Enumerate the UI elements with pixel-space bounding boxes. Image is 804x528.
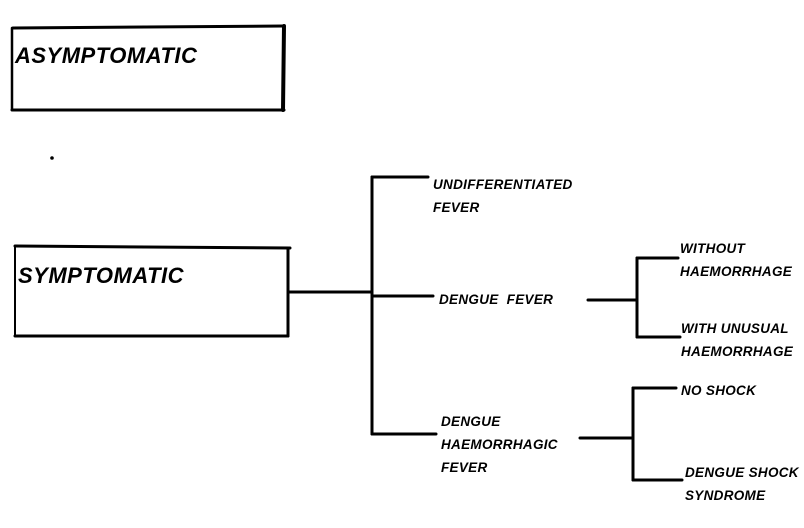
dengue-shock-syndrome-label: DENGUE SHOCK SYNDROME	[685, 465, 799, 503]
without-haemorrhage-label: WITHOUT HAEMORRHAGE	[680, 241, 793, 279]
dengue-fever-connector	[586, 256, 682, 339]
asymptomatic-label: ASYMPTOMATIC	[15, 43, 198, 68]
with-unusual-haemorrhage-label: WITH UNUSUAL HAEMORRHAGE	[681, 321, 794, 359]
dhf-connector	[578, 386, 684, 482]
symptomatic-connector	[286, 175, 438, 436]
undifferentiated-fever-label: UNDIFFERENTIATED FEVER	[433, 177, 573, 215]
dhf-label: DENGUE HAEMORRHAGIC FEVER	[441, 414, 558, 475]
stray-dot	[50, 156, 54, 160]
symptomatic-label: SYMPTOMATIC	[18, 263, 185, 288]
asymptomatic-box-outline	[10, 24, 286, 112]
dengue-fever-label: DENGUE FEVER	[439, 292, 554, 307]
symptomatic-box-outline	[13, 244, 292, 338]
no-shock-label: NO SHOCK	[681, 383, 757, 398]
